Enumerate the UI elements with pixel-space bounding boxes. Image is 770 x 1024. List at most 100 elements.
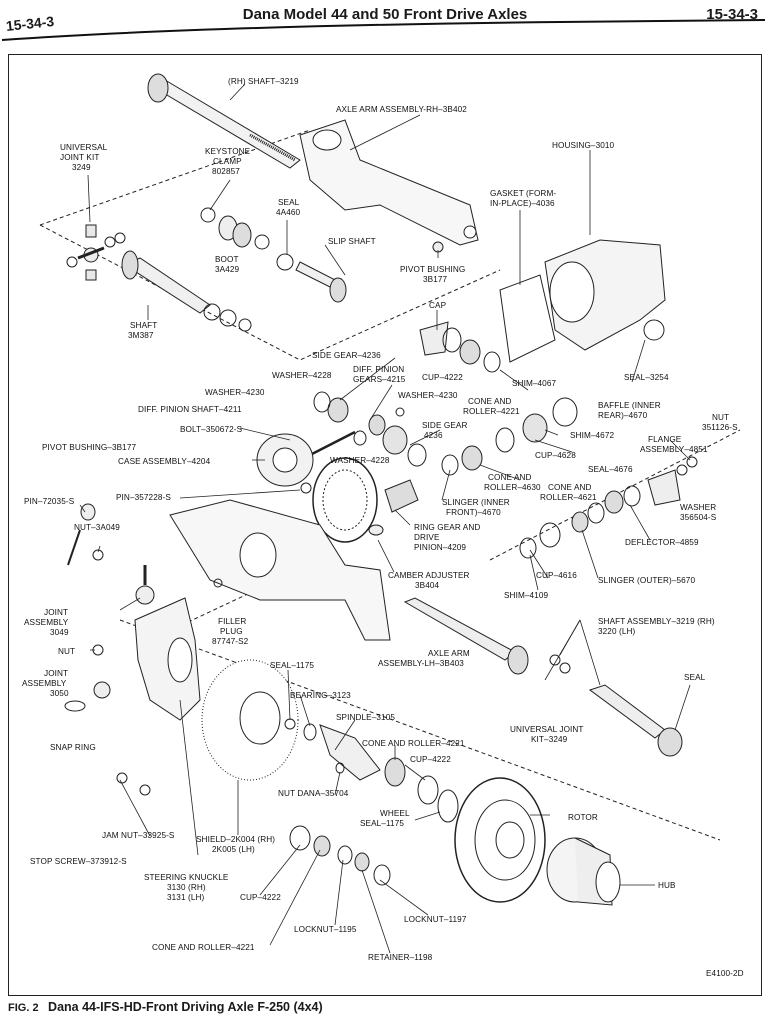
label-pivot-bushing-l: PIVOT BUSHING–3B177 <box>42 443 136 452</box>
label-shim-4672: SHIM–4672 <box>570 431 614 440</box>
label-baffle-1: BAFFLE (INNER <box>598 401 661 410</box>
label-seal-1: SEAL <box>278 198 300 207</box>
label-washer-4230-b: WASHER–4230 <box>398 391 458 400</box>
boot-clamp-drawing <box>200 207 444 271</box>
label-cap: CAP <box>429 301 447 310</box>
label-knuckle-3: 3131 (LH) <box>167 893 204 902</box>
label-side-gear-2: 4236 <box>424 431 443 440</box>
hub-drawing <box>546 837 621 906</box>
label-nut-dana: NUT DANA–35704 <box>278 789 349 798</box>
label-washer-356504-2: 356504-S <box>680 513 717 522</box>
label-shield-2: 2K005 (LH) <box>212 845 255 854</box>
label-flange-1: FLANGE <box>648 435 682 444</box>
joint-assembly-drawing <box>64 503 223 712</box>
part-labels: (RH) SHAFT–3219 AXLE ARM ASSEMBLY-RH–3B4… <box>22 77 744 978</box>
label-seal-4676: SEAL–4676 <box>588 465 633 474</box>
label-seal-3254: SEAL–3254 <box>624 373 669 382</box>
figure-number: FIG. 2 <box>8 1002 39 1014</box>
page-number-right: 15-34-3 <box>706 6 758 23</box>
label-stop-screw: STOP SCREW–373912-S <box>30 857 127 866</box>
label-joint-3049-2: ASSEMBLY <box>24 618 69 627</box>
label-ring-gear-3: PINION–4209 <box>414 543 466 552</box>
label-gasket-1: GASKET (FORM- <box>490 189 556 198</box>
label-locknut-1197: LOCKNUT–1197 <box>404 915 467 924</box>
label-joint-3050-3: 3050 <box>50 689 69 698</box>
part-drawings <box>39 73 741 954</box>
label-side-gear-4236: SIDE GEAR–4236 <box>312 351 381 360</box>
page-header: 15-34-3 Dana Model 44 and 50 Front Drive… <box>0 0 770 40</box>
label-wheel-seal-1: WHEEL <box>380 809 410 818</box>
label-case-assembly: CASE ASSEMBLY–4204 <box>118 457 211 466</box>
label-ujoint-3249-1: UNIVERSAL JOINT <box>510 725 584 734</box>
label-locknut-1195: LOCKNUT–1195 <box>294 925 357 934</box>
slip-shaft-drawing <box>121 250 347 332</box>
label-keystone-2: CLAMP <box>213 157 242 166</box>
label-pivot-bushing-1: PIVOT BUSHING <box>400 265 465 274</box>
label-keystone-3: 802857 <box>212 167 240 176</box>
label-rh-shaft: (RH) SHAFT–3219 <box>228 77 299 86</box>
label-joint-3050-2: ASSEMBLY <box>22 679 67 688</box>
label-boot-2: 3A429 <box>215 265 240 274</box>
label-joint-3049-1: JOINT <box>44 608 68 617</box>
label-jam-nut: JAM NUT–33925-S <box>102 831 175 840</box>
label-pin-357228: PIN–357228-S <box>116 493 171 502</box>
plane-wheel <box>119 619 721 841</box>
label-camber-1: CAMBER ADJUSTER <box>388 571 470 580</box>
label-baffle-2: REAR)–4670 <box>598 411 648 420</box>
u-joint-kit-drawing <box>66 224 126 281</box>
figure-code: E4100-2D <box>706 969 744 978</box>
label-pivot-bushing-2: 3B177 <box>423 275 448 284</box>
label-diff-pinion-2: GEARS–4215 <box>353 375 406 384</box>
label-cone-roller-4630-2: ROLLER–4630 <box>484 483 541 492</box>
label-cone-roller-a2: ROLLER–4221 <box>463 407 520 416</box>
rh-shaft-drawing <box>147 73 301 169</box>
label-shaft-asm-2: 3220 (LH) <box>598 627 635 636</box>
label-axle-arm-lh-2: ASSEMBLY-LH–3B403 <box>378 659 464 668</box>
label-ujoint-3249-2: KIT–3249 <box>531 735 568 744</box>
label-cone-roller-4221-c: CONE AND ROLLER–4221 <box>152 943 255 952</box>
label-nut-351126-2: 351126-S <box>702 423 738 432</box>
header-rule <box>1 19 766 41</box>
rh-axle-arm-drawing <box>299 119 479 246</box>
label-flange-2: ASSEMBLY–4851 <box>640 445 708 454</box>
label-shield-1: SHIELD–2K004 (RH) <box>196 835 275 844</box>
label-seal-r: SEAL <box>684 673 706 682</box>
diagram-frame <box>8 54 762 996</box>
label-deflector: DEFLECTOR–4859 <box>625 538 699 547</box>
label-spindle: SPINDLE–3105 <box>336 713 395 722</box>
lh-shaft-drawing <box>403 597 683 757</box>
label-housing: HOUSING–3010 <box>552 141 615 150</box>
figure-caption: FIG. 2 Dana 44-IFS-HD-Front Driving Axle… <box>8 1000 323 1014</box>
label-slinger-inner-1: SLINGER (INNER <box>442 498 510 507</box>
label-cup-4616: CUP–4616 <box>536 571 577 580</box>
label-washer-356504-1: WASHER <box>680 503 716 512</box>
label-ujoint-kit-1: UNIVERSAL <box>60 143 108 152</box>
label-washer-4228-b: WASHER–4228 <box>330 456 390 465</box>
case-assembly-drawing <box>256 433 314 494</box>
label-shaft-3m-2: 3M387 <box>128 331 154 340</box>
label-pin-72035: PIN–72035-S <box>24 497 75 506</box>
label-wheel-seal-2: SEAL–1175 <box>360 819 404 828</box>
label-diff-pinion-1: DIFF. PINION <box>353 365 404 374</box>
label-cup-4222-b: CUP–4222 <box>410 755 451 764</box>
label-cone-roller-4630-1: CONE AND <box>488 473 532 482</box>
label-filler-3: 87747-S2 <box>212 637 249 646</box>
label-shim-4067: SHIM–4067 <box>512 379 556 388</box>
label-cone-roller-a1: CONE AND <box>468 397 512 406</box>
label-cone-roller-4221-b: CONE AND ROLLER–4221 <box>362 739 465 748</box>
label-washer-4230-a: WASHER–4230 <box>205 388 265 397</box>
figure-caption-text: Dana 44-IFS-HD-Front Driving Axle F-250 … <box>48 1000 323 1014</box>
lh-axle-arm-drawing <box>169 499 391 641</box>
shield-drawing <box>201 659 299 781</box>
steering-knuckle-drawing <box>116 597 201 796</box>
label-shaft-asm-1: SHAFT ASSEMBLY–3219 (RH) <box>598 617 715 626</box>
spindle-drawing <box>284 718 459 823</box>
label-boot-1: BOOT <box>215 255 239 264</box>
ring-gear-drawing <box>312 457 419 543</box>
label-seal-2: 4A460 <box>276 208 301 217</box>
label-seal-1175-a: SEAL–1175 <box>270 661 314 670</box>
label-hub: HUB <box>658 881 676 890</box>
label-cup-4628: CUP–4628 <box>535 451 576 460</box>
label-knuckle-1: STEERING KNUCKLE <box>144 873 229 882</box>
